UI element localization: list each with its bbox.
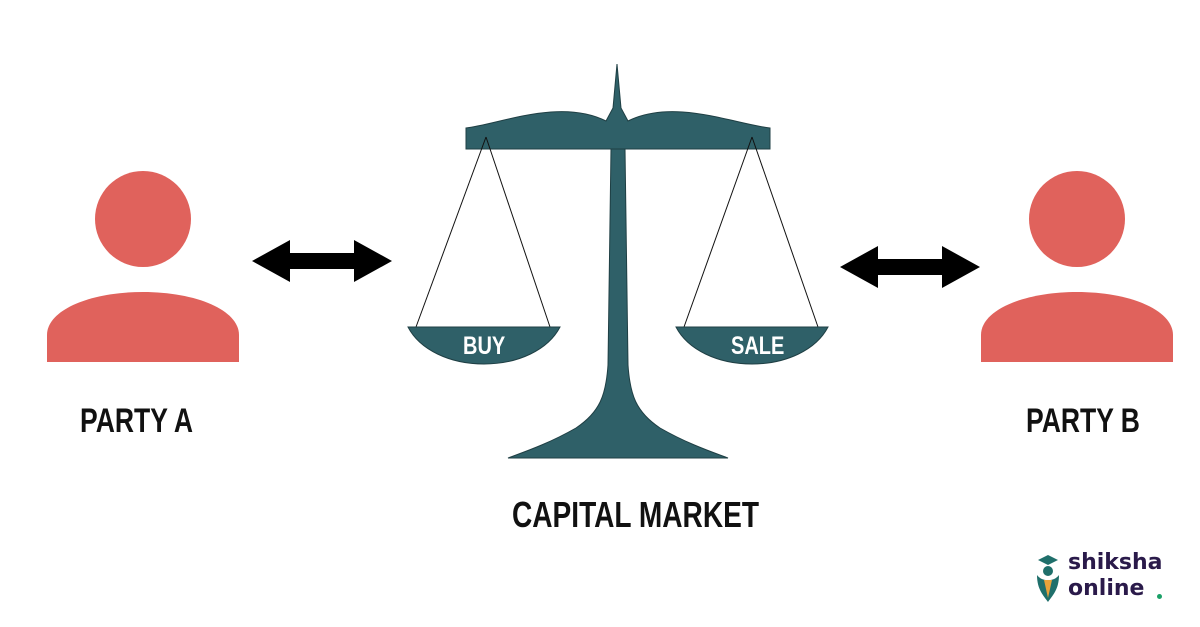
balance-scale-icon <box>407 63 829 459</box>
brand-name-line2: online <box>1068 576 1145 601</box>
sale-pan-label: SALE <box>731 332 785 360</box>
buy-pan-label: BUY <box>463 332 506 360</box>
party-b-label: PARTY B <box>1026 402 1140 440</box>
graduate-logo-icon <box>1037 555 1059 602</box>
party-a-label: PARTY A <box>80 402 193 440</box>
right-double-arrow-icon <box>840 246 980 288</box>
capital-market-label: CAPITAL MARKET <box>512 494 759 535</box>
brand-name-line1: shiksha <box>1068 550 1163 575</box>
brand-logo: shiksha online <box>1030 548 1180 608</box>
party-b-user-icon <box>981 171 1173 362</box>
brand-accent-dot <box>1157 594 1162 599</box>
party-a-user-icon <box>47 171 239 362</box>
left-double-arrow-icon <box>252 240 392 282</box>
